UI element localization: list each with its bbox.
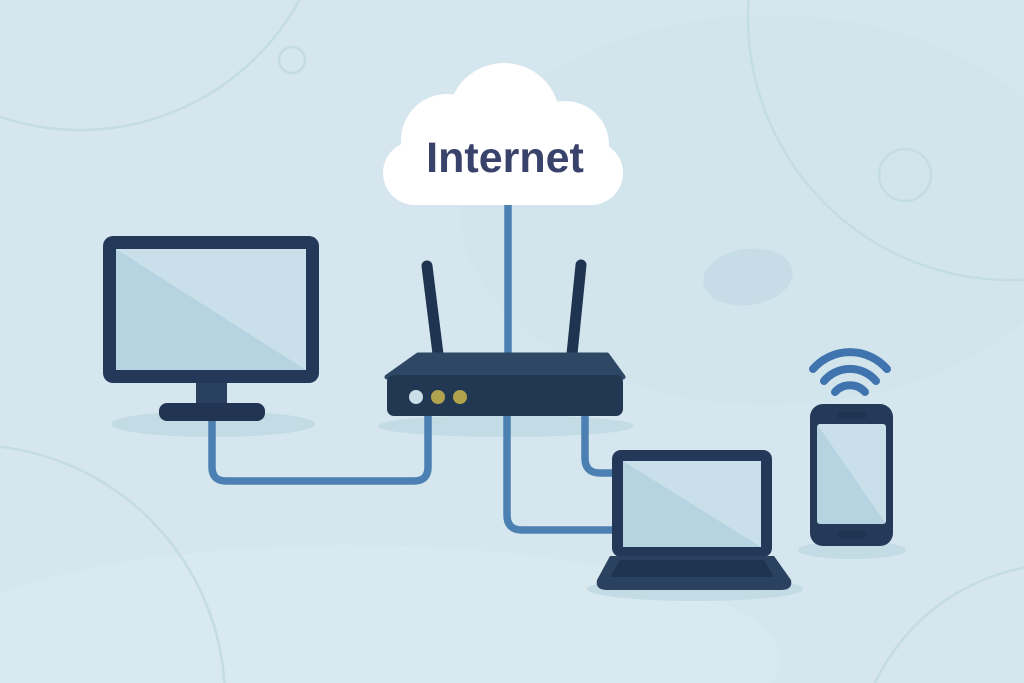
- router-led-power: [409, 390, 423, 404]
- cable-router-to-laptop-long: [503, 412, 664, 534]
- wifi-arc-outer: [809, 348, 891, 373]
- laptop-screen: [623, 461, 761, 547]
- router-led-lan: [453, 390, 467, 404]
- router-antenna-left: [421, 260, 444, 360]
- router-top-face: [384, 352, 626, 380]
- cable-monitor-to-router: [208, 412, 432, 485]
- internet-cloud: Internet: [383, 63, 623, 205]
- wifi-signal-icon: [809, 348, 891, 396]
- router-status-leds: [409, 390, 467, 404]
- decorative-circle-top-left: [0, 0, 301, 132]
- monitor-screen: [116, 249, 306, 370]
- wifi-router: [384, 259, 626, 416]
- internet-label: Internet: [426, 134, 584, 182]
- wifi-arc-inner: [831, 381, 869, 396]
- decorative-circle-bottom-right: [873, 566, 1024, 683]
- network-cables: [208, 199, 664, 534]
- router-front-face: [387, 375, 623, 416]
- wifi-arc-middle: [820, 364, 880, 385]
- cable-router-to-laptop-short: [581, 412, 634, 477]
- decorative-blob: [703, 248, 793, 306]
- cloud-base: [383, 141, 623, 205]
- router-led-wan: [431, 390, 445, 404]
- phone-home-bar: [837, 531, 867, 538]
- smartphone: [810, 404, 893, 546]
- background-wash-dark: [460, 15, 1024, 405]
- monitor-stand-base: [159, 403, 265, 421]
- laptop-keyboard: [610, 560, 774, 577]
- desktop-monitor: [103, 236, 319, 421]
- laptop: [596, 450, 792, 590]
- decorative-circle-small-left: [277, 45, 307, 75]
- laptop-touchpad: [677, 577, 721, 590]
- phone-earpiece: [837, 412, 867, 418]
- decorative-circle-small-right: [877, 147, 933, 203]
- router-antenna-right: [566, 259, 587, 360]
- phone-screen: [817, 424, 886, 524]
- decorative-circle-top-right: [746, 0, 1024, 282]
